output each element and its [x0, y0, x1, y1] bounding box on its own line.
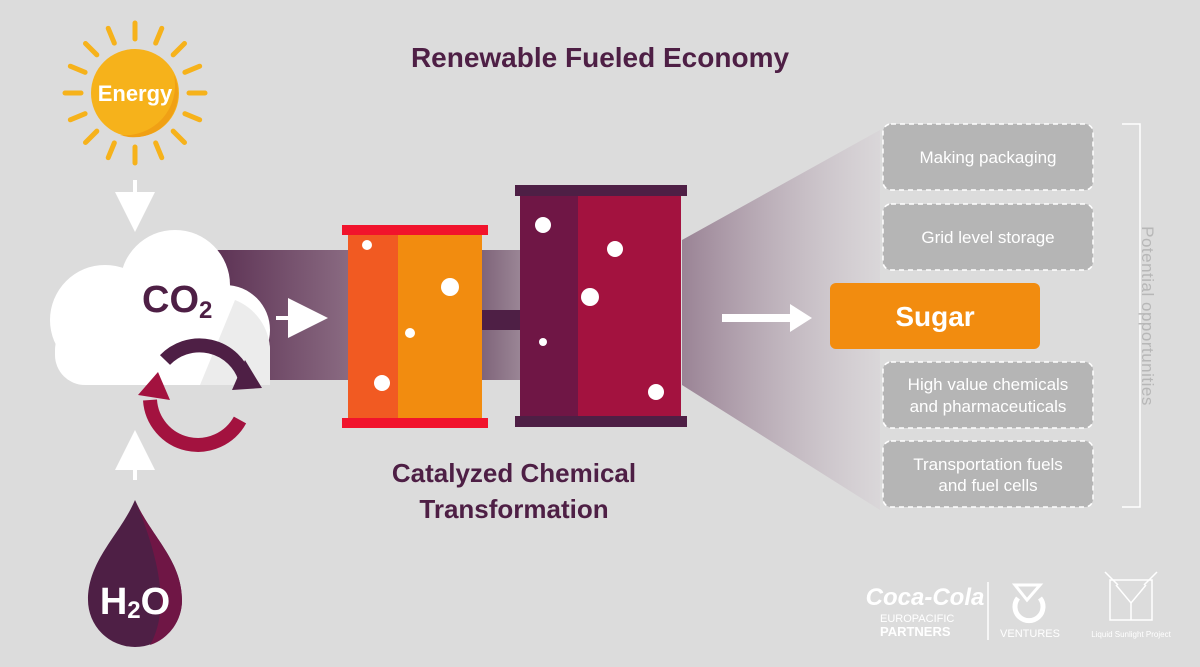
sun-ray	[170, 128, 187, 145]
sun-ray	[182, 63, 203, 75]
opportunity-label-line1: Transportation fuels	[913, 455, 1063, 474]
europacific-text: EUROPACIFIC	[880, 613, 954, 625]
opportunity-label-line1: High value chemicals	[908, 375, 1069, 394]
coca-cola-europacific-logo: Coca-Cola EUROPACIFIC PARTNERS	[866, 584, 985, 639]
sun-ray	[170, 41, 187, 58]
opportunity-box-2: Grid level storage	[882, 203, 1094, 271]
opportunity-box-3: High value chemicals and pharmaceuticals	[882, 361, 1094, 429]
sun-ray	[153, 140, 165, 161]
orange-reactor	[342, 225, 488, 428]
opportunity-label-line2: and fuel cells	[938, 476, 1037, 495]
coca-cola-script: Coca-Cola	[866, 584, 985, 611]
arrow-head-icon	[790, 304, 812, 332]
sun-ray	[67, 63, 88, 75]
process-caption-line1: Catalyzed Chemical	[392, 458, 636, 488]
partners-text: PARTNERS	[880, 624, 951, 639]
opportunities-side-label: Potential opportunities	[1138, 226, 1157, 406]
liquid-sunlight-logo: Liquid Sunlight Project	[1091, 571, 1172, 639]
sun-ray	[182, 111, 203, 123]
page-title: Renewable Fueled Economy	[411, 42, 790, 73]
sun-ray	[105, 25, 117, 46]
opportunity-label: Grid level storage	[921, 228, 1054, 247]
opportunity-box-1: Making packaging	[882, 123, 1094, 191]
opportunity-label: Making packaging	[919, 148, 1056, 167]
sun-ray	[67, 111, 88, 123]
sun-ray	[153, 25, 165, 46]
liquid-sunlight-text: Liquid Sunlight Project	[1091, 630, 1171, 639]
opportunity-box-4: Transportation fuels and fuel cells	[882, 440, 1094, 508]
cycle-arrows-icon	[138, 338, 262, 452]
cloud-icon	[50, 230, 270, 385]
h2o-label: H2O	[100, 581, 170, 624]
sun-ray	[105, 140, 117, 161]
opportunities-bracket	[1122, 123, 1141, 508]
ventures-logo: VENTURES	[1000, 583, 1060, 640]
co2-label: CO2	[142, 279, 212, 324]
process-caption-line2: Transformation	[419, 494, 608, 524]
connector-pipe	[482, 310, 522, 330]
sun-icon: Energy	[62, 20, 208, 166]
sun-ray	[83, 128, 100, 145]
ventures-text: VENTURES	[1000, 628, 1060, 640]
energy-label: Energy	[98, 81, 173, 106]
water-drop-icon	[88, 500, 183, 647]
sugar-label: Sugar	[895, 301, 974, 332]
crimson-reactor	[515, 185, 687, 427]
sun-ray	[83, 41, 100, 58]
sugar-box	[830, 283, 1040, 349]
opportunity-label-line2: and pharmaceuticals	[910, 397, 1067, 416]
